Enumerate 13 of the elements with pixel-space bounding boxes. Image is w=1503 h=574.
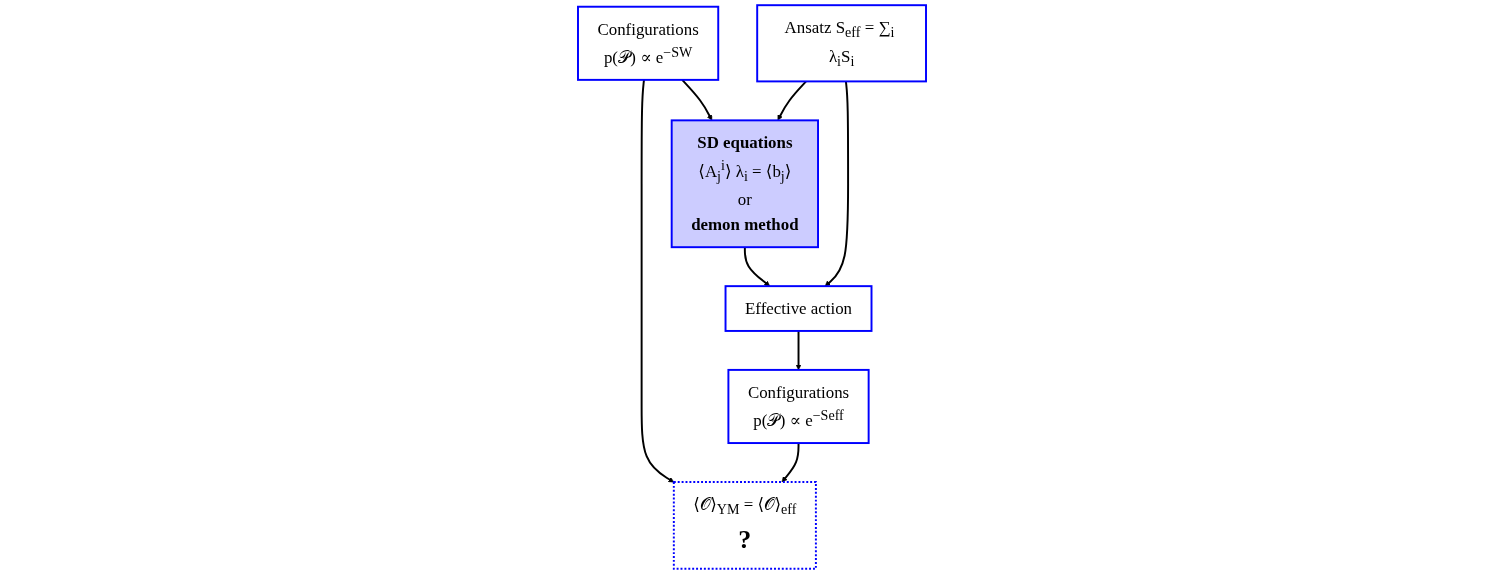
node-box: Effective action (724, 285, 872, 332)
arrow (743, 246, 770, 287)
arrow (795, 329, 801, 371)
arrow (824, 80, 849, 287)
node-box: SD equations ⟨A$_{j}$$^{i}$⟩ λ$_{i}$ = ⟨b$_{j}$⟩ or demon method (670, 119, 819, 249)
arrow (640, 78, 674, 483)
arrow (781, 442, 799, 483)
arrow (680, 78, 712, 121)
node-box: Ansatz S$_{eff}$ = ∑$_{i}$ λ$_{i}$S$_{i}$ (755, 4, 927, 83)
node-box: Configurations p(𝒫) ∝ e$^{−Seff}$ (726, 368, 870, 445)
node-box: ⟨𝒪⟩$_{YM}$ = ⟨𝒪⟩$_{eff}$ ? (672, 481, 817, 570)
node-box: Configurations p(𝒫) ∝ e$^{−SW}$ (576, 5, 719, 81)
arrow (777, 80, 807, 121)
